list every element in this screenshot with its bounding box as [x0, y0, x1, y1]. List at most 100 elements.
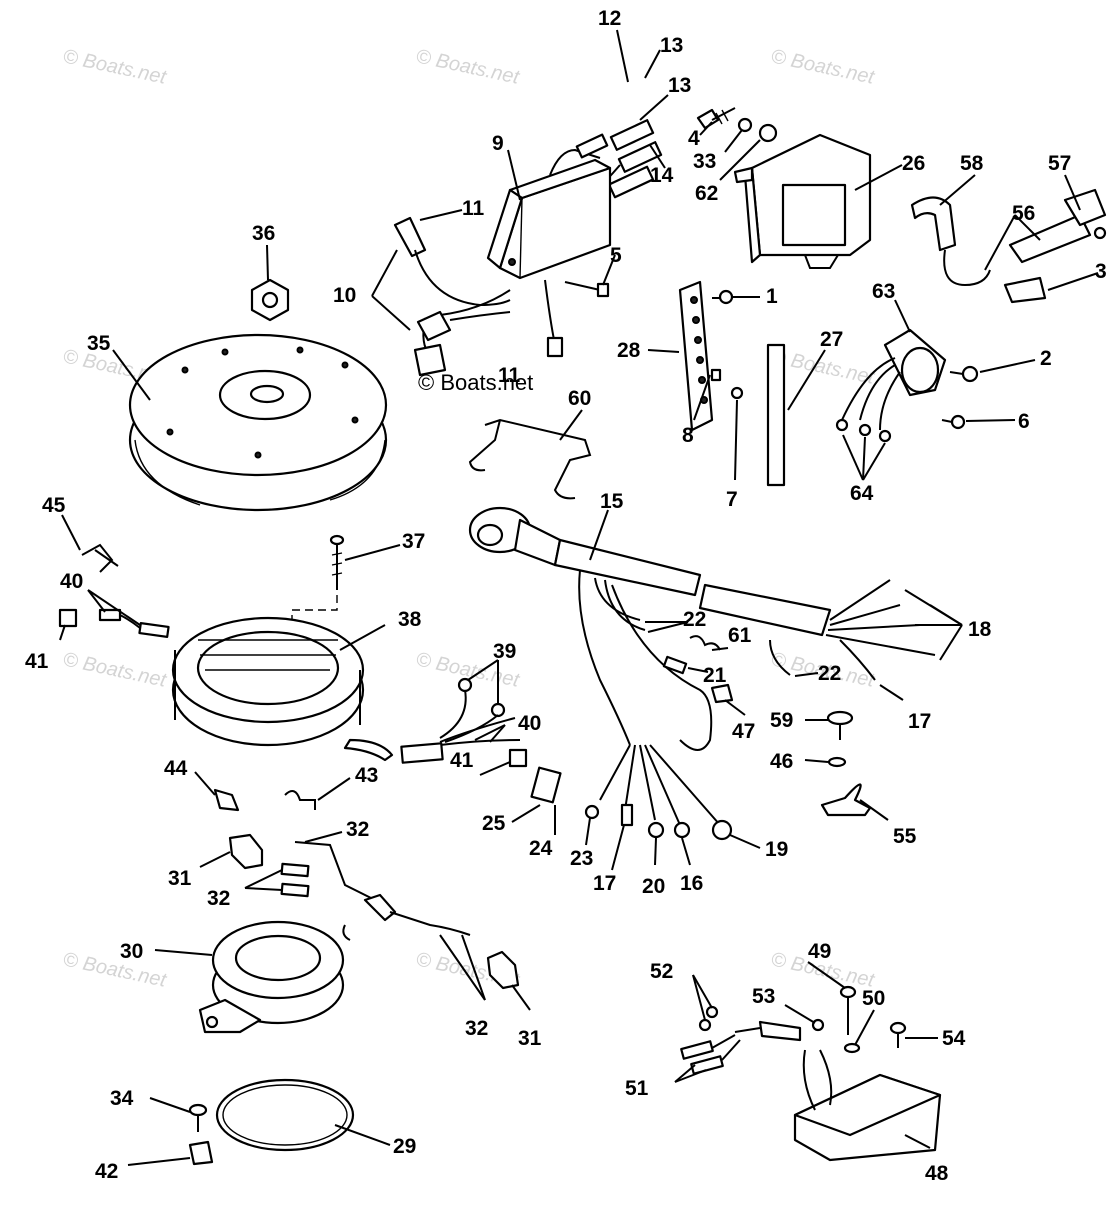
callout-6: 6 — [1018, 410, 1030, 433]
callout-8: 8 — [682, 424, 694, 447]
callout-20: 20 — [642, 875, 665, 898]
callout-24: 24 — [529, 837, 553, 860]
callout-48: 48 — [925, 1162, 949, 1185]
callout-32: 32 — [465, 1017, 488, 1040]
callout-17: 17 — [908, 710, 931, 733]
callout-2: 2 — [1040, 347, 1052, 370]
lockwasher-33 — [737, 117, 753, 133]
callout-34: 34 — [110, 1087, 134, 1110]
callout-7: 7 — [726, 488, 738, 511]
screw-1 — [712, 289, 734, 305]
callout-64: 64 — [850, 482, 874, 505]
screw-7 — [730, 386, 744, 400]
callout-16: 16 — [680, 872, 703, 895]
clip-61 — [689, 635, 721, 651]
callout-36: 36 — [252, 222, 275, 245]
callout-29: 29 — [393, 1135, 416, 1158]
callout-59: 59 — [770, 709, 793, 732]
screw-6 — [941, 414, 966, 430]
clamp-55 — [820, 783, 872, 817]
callout-31: 31 — [168, 867, 192, 890]
lockwasher-46 — [827, 756, 847, 768]
callout-23: 23 — [570, 847, 593, 870]
callout-27: 27 — [820, 328, 843, 351]
terminal-block-28 — [678, 280, 722, 432]
callout-44: 44 — [164, 757, 188, 780]
callout-17: 17 — [593, 872, 616, 895]
callout-10: 10 — [333, 284, 356, 307]
watermark-text-dark: © Boats.net — [418, 370, 533, 395]
watermark-text: © Boats.net — [61, 948, 169, 992]
regulator-48 — [680, 1005, 942, 1162]
terminal-40b — [400, 717, 521, 764]
callout-37: 37 — [402, 530, 425, 553]
clip-44 — [213, 788, 240, 812]
retainer-clip-60 — [468, 418, 592, 500]
bolt-4 — [696, 107, 736, 130]
wiring-harness-15 — [468, 506, 936, 841]
timer-base-30 — [198, 920, 345, 1034]
callout-5: 5 — [610, 244, 622, 267]
callout-52: 52 — [650, 960, 673, 983]
callout-38: 38 — [398, 608, 422, 631]
stator-38 — [171, 616, 394, 762]
retaining-ring-29 — [215, 1078, 355, 1152]
rectifier-63 — [835, 328, 947, 443]
callout-56: 56 — [1012, 202, 1035, 225]
callout-19: 19 — [765, 838, 788, 861]
callout-13: 13 — [668, 74, 691, 97]
callout-62: 62 — [695, 182, 718, 205]
callout-51: 51 — [625, 1077, 649, 1100]
plug-41 — [58, 608, 78, 628]
watermark-text: © Boats.net — [414, 45, 522, 89]
terminal-40 — [98, 608, 170, 638]
callout-42: 42 — [95, 1160, 118, 1183]
callout-39: 39 — [493, 640, 516, 663]
callout-45: 45 — [42, 494, 66, 517]
callout-18: 18 — [968, 618, 992, 641]
spark-boot-58 — [910, 196, 991, 287]
callout-46: 46 — [770, 750, 793, 773]
callout-14: 14 — [650, 164, 674, 187]
screw-34 — [188, 1103, 208, 1132]
callout-49: 49 — [808, 940, 831, 963]
plug-31-right — [486, 950, 520, 990]
callout-61: 61 — [728, 624, 752, 647]
callout-21: 21 — [703, 664, 727, 687]
callout-33: 33 — [693, 150, 716, 173]
callout-54: 54 — [942, 1027, 966, 1050]
leader-lines — [59, 29, 1099, 1166]
clip-45 — [81, 543, 119, 573]
terminal-21 — [662, 655, 688, 675]
callout-25: 25 — [482, 812, 506, 835]
callout-60: 60 — [568, 387, 591, 410]
plug-41b — [508, 748, 528, 768]
watermark-text: © Boats.net — [769, 45, 877, 89]
bolt-37 — [291, 534, 345, 630]
power-pack-9 — [439, 158, 612, 358]
callout-50: 50 — [862, 987, 885, 1010]
callout-55: 55 — [893, 825, 917, 848]
callout-40: 40 — [60, 570, 83, 593]
screw-5 — [564, 281, 610, 298]
screw-2 — [949, 365, 979, 383]
callout-53: 53 — [752, 985, 775, 1008]
callout-11: 11 — [462, 197, 485, 220]
callout-13: 13 — [660, 34, 683, 57]
callout-41: 41 — [450, 749, 474, 772]
callout-22: 22 — [683, 608, 706, 631]
watermark-text: © Boats.net — [61, 648, 169, 692]
callout-40: 40 — [518, 712, 541, 735]
callout-35: 35 — [87, 332, 111, 355]
callout-32: 32 — [207, 887, 230, 910]
callout-15: 15 — [600, 490, 624, 513]
ignition-coil-26 — [733, 133, 872, 269]
plug-31-left — [228, 833, 264, 870]
callout-63: 63 — [872, 280, 895, 303]
clip-43 — [284, 790, 316, 810]
flywheel-35 — [128, 333, 388, 512]
leads-32 — [280, 841, 471, 941]
callout-26: 26 — [902, 152, 925, 175]
clamp-3 — [1003, 276, 1047, 304]
